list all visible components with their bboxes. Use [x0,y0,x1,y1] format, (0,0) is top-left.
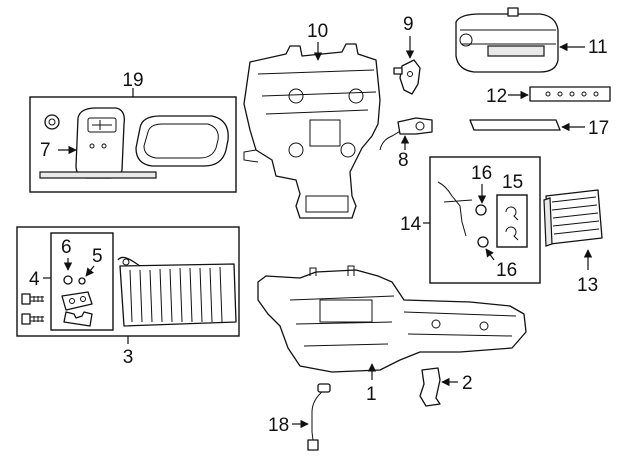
grommet-part [44,114,60,130]
callout-16-lower: 16 [496,260,517,281]
callout-17: 17 [588,118,609,139]
bracket-clip-part [63,311,93,327]
blower-case-part [455,7,559,73]
seal-plate-part [75,107,125,179]
screw-lower-part [21,313,44,325]
foam-strip-part [39,171,157,179]
callout-16-upper: 16 [471,163,492,184]
callout-5: 5 [92,246,103,267]
seal-ring-part [135,115,229,167]
kit-box-19: 19 7 [29,70,237,193]
drain-hose-part [379,117,433,151]
clip-parts [505,206,519,241]
expansion-valve-seal-part [61,291,93,311]
screw-upper-part [21,293,44,305]
callout-10: 10 [307,21,328,42]
callout-8: 8 [398,150,409,171]
kit-box-4-frame [50,232,114,331]
callout-6: 6 [61,237,72,258]
callout-11: 11 [588,37,608,58]
o-ring-tiny-part [78,277,86,285]
callout-2: 2 [462,373,473,394]
cabin-filter-part [469,119,561,131]
callout-13: 13 [577,275,598,296]
callout-3: 3 [123,347,134,368]
heater-core-part [543,189,603,247]
callout-18: 18 [268,415,289,436]
evaporator-core-part [117,256,237,327]
o-ring-lower-part [477,236,489,248]
upper-housing-part [243,43,381,219]
bracket-part-9 [393,59,421,95]
callout-7: 7 [40,140,51,161]
callout-19: 19 [122,70,143,91]
callout-12: 12 [486,86,507,107]
kit-box-15-frame [496,194,528,248]
kit-box-14: 14 16 16 15 [400,156,541,284]
blower-resistor-part [529,86,611,102]
kit-box-14-frame [429,156,541,284]
drain-tube-part [307,383,331,451]
callout-15: 15 [502,172,523,193]
o-ring-small-part [63,275,73,285]
callout-9: 9 [403,14,414,35]
callout-14: 14 [400,214,422,235]
o-ring-upper-part [475,204,487,216]
lower-housing-part [257,265,527,373]
callout-4: 4 [29,269,40,290]
callout-1: 1 [366,384,377,405]
drain-duct-part [419,367,441,407]
kit-box-3: 3 4 6 5 [16,226,240,368]
ac-tube-part [437,181,473,237]
